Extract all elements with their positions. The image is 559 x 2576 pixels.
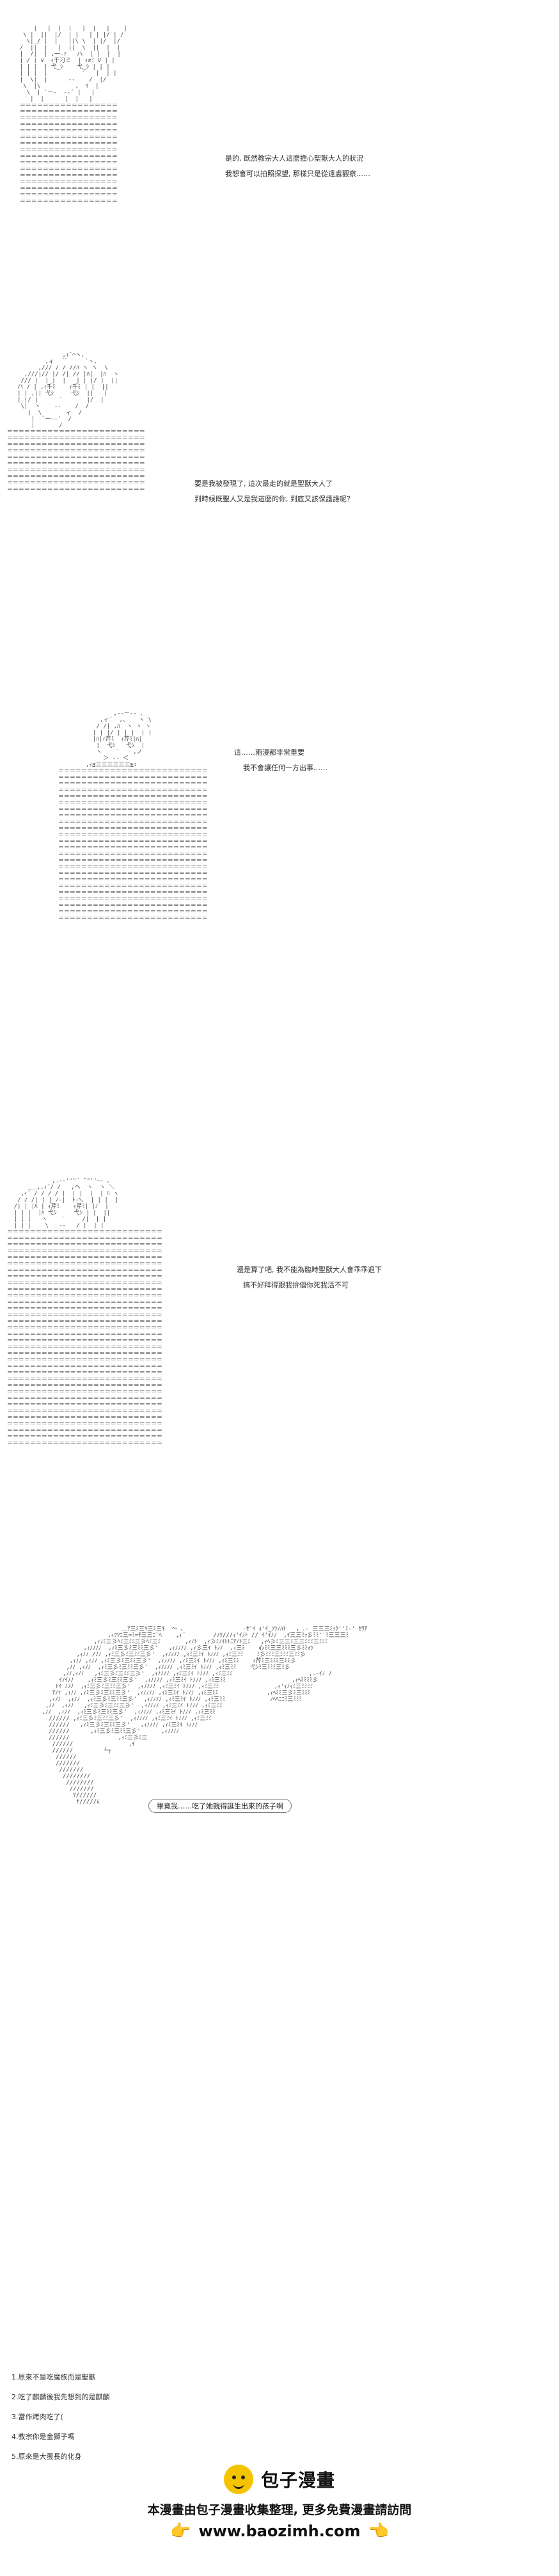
author-notes: 1.原來不是吃魔族而是聖獸 2.吃了麒麟後我先想到的是麒麟 3.當作烤肉吃了( … — [12, 2367, 110, 2467]
ascii-art-figure-1: | | | | | | | | \ | || |/ | | | | |/ | /… — [19, 26, 127, 205]
note-item: 4.教宗你是金獅子嗎 — [12, 2433, 75, 2441]
ascii-art-monster: ＿ｱ三ﾐ三ｷ三ﾐ三ｷ ～ ､ -ｾ'ｲ ｫ'ｲ_ｿﾂﾉﾊﾄ ，.- 三三三ﾐｯｸ… — [42, 1626, 368, 1805]
note-item: 5.原來是大蛋長的化身 — [12, 2452, 82, 2461]
site-url-link[interactable]: www.baozimh.com — [198, 2522, 361, 2540]
site-logo[interactable]: 包子漫畫 — [0, 2465, 559, 2494]
pointing-left-icon: 👈 — [368, 2522, 389, 2541]
footer-notice: 本漫畫由包子漫畫收集整理, 更多免費漫畫請訪問 — [147, 2503, 412, 2517]
speech-panel-4: 還是算了吧, 我不能為臨時聖獸大人會乖乖退下 搞不好拜得跟我拚個你死我活不可 — [237, 1262, 382, 1293]
speech-line: 這……雨漫都非常重要 — [234, 748, 304, 757]
speech-panel-2: 要是我被發現了, 這次最走的就是聖獸大人了 到時候既聖人又是我這麼的你, 到底又… — [194, 476, 354, 507]
panel-2: ,ｨ´⌒ヽ、 ,ィ ´ﾞ `ヽ、 ,/// / / //ﾊ ヽ ヽ \ ,///… — [0, 320, 559, 640]
ascii-art-figure-2: ,ｨ´⌒ヽ、 ,ィ ´ﾞ `ヽ、 ,/// / / //ﾊ ヽ ヽ \ ,///… — [6, 352, 145, 493]
panel-3: ,-‐ー‐- 、 ,ィ´ ,、 ヽ \ / /| ,ﾊ ヽ ヽ ヽ | | |/… — [0, 691, 559, 1101]
speech-line: 到時候既聖人又是我這麼的你, 到底又該保護誰呢？ — [194, 495, 354, 503]
site-url-row[interactable]: 👉 www.baozimh.com 👈 — [0, 2522, 559, 2541]
speech-panel-3: 這……雨漫都非常重要 我不會讓任何一方出事…… — [234, 745, 327, 776]
speech-line: 是的, 既然教宗大人這麼擔心聖獸大人的狀況 — [225, 154, 363, 163]
note-item: 1.原來不是吃魔族而是聖獸 — [12, 2373, 96, 2381]
site-footer: 包子漫畫 本漫畫由包子漫畫收集整理, 更多免費漫畫請訪問 👉 www.baozi… — [0, 2459, 559, 2576]
logo-text: 包子漫畫 — [260, 2470, 335, 2491]
note-item: 2.吃了麒麟後我先想到的是麒麟 — [12, 2393, 110, 2401]
bun-logo-icon — [223, 2465, 253, 2494]
speech-line: 要是我被發現了, 這次最走的就是聖獸大人了 — [194, 479, 333, 488]
ascii-art-figure-3: ,-‐ー‐- 、 ,ィ´ ,、 ヽ \ / /| ,ﾊ ヽ ヽ ヽ | | |/… — [58, 711, 208, 922]
speech-line: 還是算了吧, 我不能為臨時聖獸大人會乖乖退下 — [237, 1266, 382, 1274]
speech-bubble-panel-5: 畢竟我……吃了她親得誕生出來的孩子啊 — [148, 1799, 292, 1813]
panel-4: ,.-‐''"´ ̄`"''ｰ- 、 _＿,.ｨ´/ / ,ヘ ヽ ヽ ＼ ,ｨ… — [0, 1152, 559, 1536]
speech-line: 我想會可以拍照探望, 那樣只是從遠處觀察…… — [225, 170, 370, 178]
speech-line: 搞不好拜得跟我拚個你死我活不可 — [243, 1281, 349, 1289]
panel-1: | | | | | | | | \ | || |/ | | | | |/ | /… — [0, 0, 559, 358]
speech-line: 我不會讓任何一方出事…… — [243, 764, 327, 772]
note-item: 3.當作烤肉吃了( — [12, 2413, 63, 2421]
panel-5: ＿ｱ三ﾐ三ｷ三ﾐ三ｷ ～ ､ -ｾ'ｲ ｫ'ｲ_ｿﾂﾉﾊﾄ ，.- 三三三ﾐｯｸ… — [0, 1626, 559, 2330]
speech-panel-1: 是的, 既然教宗大人這麼擔心聖獸大人的狀況 我想會可以拍照探望, 那樣只是從遠處… — [225, 151, 370, 182]
pointing-right-icon: 👉 — [170, 2522, 191, 2541]
ascii-art-figure-4: ,.-‐''"´ ̄`"''ｰ- 、 _＿,.ｨ´/ / ,ヘ ヽ ヽ ＼ ,ｨ… — [6, 1178, 162, 1447]
